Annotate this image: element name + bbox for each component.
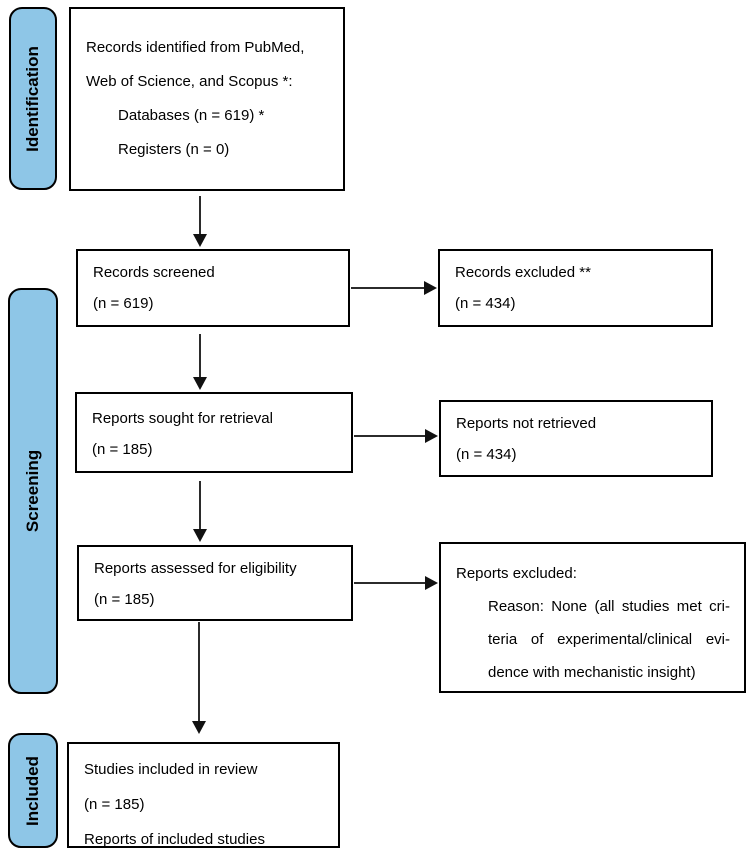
box-text-line: (n = 434): [456, 446, 517, 463]
box-text-line: (n = 434): [455, 295, 516, 312]
box-reports-not-retrieved: Reports not retrieved (n = 434): [439, 400, 713, 477]
box-text-line: (n = 619): [93, 295, 154, 312]
stage-identification-label: Identification: [23, 45, 42, 152]
arrow-sought-to-not-retrieved: [354, 429, 438, 443]
stage-included: Included: [8, 733, 58, 848]
box-studies-included: Studies included in review (n = 185) Rep…: [67, 742, 340, 848]
box-text-line: (n = 185): [84, 796, 145, 813]
arrow-assessed-to-included: [192, 622, 206, 734]
box-text-line: Web of Science, and Scopus *:: [86, 73, 293, 90]
stage-screening: Screening: [8, 288, 58, 694]
box-text-line: Records identified from PubMed,: [86, 39, 305, 56]
arrow-identified-to-screened: [193, 196, 207, 247]
box-reports-assessed: Reports assessed for eligibility (n = 18…: [77, 545, 353, 621]
box-text-line: Databases (n = 619) *: [118, 107, 265, 124]
stage-included-label: Included: [23, 755, 42, 826]
box-text-line: Studies included in review: [84, 761, 258, 778]
box-reports-sought: Reports sought for retrieval (n = 185): [75, 392, 353, 473]
box-text-line: Reason: None (all studies met cri-: [488, 598, 730, 615]
stage-screening-label: Screening: [23, 449, 43, 533]
box-text-line: Records excluded **: [455, 264, 591, 281]
box-text-line: Reports excluded:: [456, 565, 577, 582]
arrow-screened-to-sought: [193, 334, 207, 390]
box-records-identified: Records identified from PubMed, Web of S…: [69, 7, 345, 191]
arrow-sought-to-assessed: [193, 481, 207, 542]
box-text-line: Reports assessed for eligibility: [94, 560, 297, 577]
box-text-line: Registers (n = 0): [118, 141, 230, 158]
box-text-line: Reports sought for retrieval: [92, 410, 273, 427]
arrow-screened-to-excluded: [351, 281, 437, 295]
box-records-screened: Records screened (n = 619): [76, 249, 350, 327]
box-text-line: dence with mechanistic insight): [488, 664, 696, 681]
stage-identification: Identification: [9, 7, 57, 190]
box-text-line: (n = 185): [94, 591, 155, 608]
box-reports-excluded: Reports excluded: Reason: None (all stud…: [439, 542, 746, 693]
box-text-line: Records screened: [93, 264, 215, 281]
box-records-excluded: Records excluded ** (n = 434): [438, 249, 713, 327]
arrow-assessed-to-reports-excluded: [354, 576, 438, 590]
box-text-line: Reports of included studies: [84, 831, 265, 848]
box-text-line: teria of experimental/clinical evi-: [488, 631, 730, 648]
box-text-line: (n = 185): [92, 441, 153, 458]
box-text-line: Reports not retrieved: [456, 415, 597, 432]
